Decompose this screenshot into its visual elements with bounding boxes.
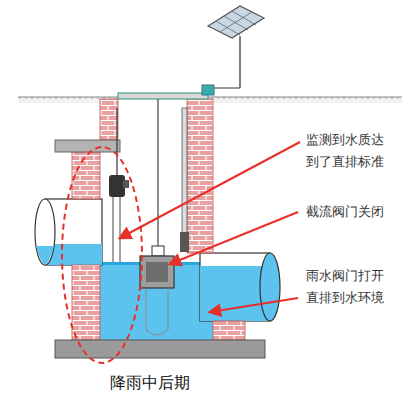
brick-wall-left [72,152,100,199]
ground-line [18,97,402,98]
manhole-cover [118,93,208,99]
leader-arrow [120,142,300,238]
callout-text: 监测到水质达到了直排标准 [306,129,388,173]
valve-channel [146,288,168,335]
rain-pipe [182,108,187,234]
interception-valve [140,256,174,288]
power-cable [212,87,240,88]
sensor-clip [123,180,129,188]
inlet-pipe-end-water [36,246,54,265]
water-sensor [109,175,125,197]
control-box [202,85,214,95]
highlight-ellipse [62,147,142,363]
valve-cable [157,99,158,248]
caption-text: 降雨中后期 [60,373,240,394]
brick-wall-upper-left [100,99,118,140]
rain-valve [180,232,189,252]
leader-arrow [170,212,298,264]
leader-arrow [210,298,298,312]
brick-wall-right-lower [213,321,245,340]
sensor-probe [113,197,120,262]
callout-text: 雨水阀门打开直排到水环境 [306,265,388,309]
panel-pole [239,36,241,88]
valve-actuator [152,246,164,256]
valve-gate [146,262,168,282]
brick-wall-left-lower [72,265,100,340]
brick-wall-right [187,99,213,253]
base-slab [55,340,265,358]
solar-panel [208,6,264,38]
sensor-cable [116,108,117,175]
callout-text: 截流阀门关闭 [306,201,388,223]
solar-panel-grid [216,11,256,35]
inlet-pipe-end [35,199,55,265]
left-slab [55,140,120,152]
outlet-pipe-end [260,253,280,321]
